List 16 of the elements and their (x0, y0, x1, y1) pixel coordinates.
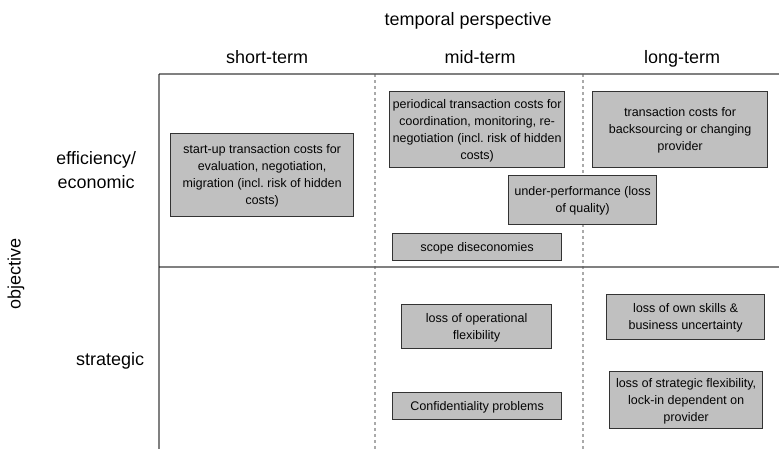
risk-box: start-up transaction costs for evaluation, negotiation, migration (incl. risk of hidden costs) (170, 133, 354, 217)
risk-box: loss of operational flexibility (401, 304, 552, 349)
axis-label: objective (4, 236, 26, 312)
axis-label: efficiency/ economic (55, 147, 137, 194)
risk-box: Confidentiality problems (392, 392, 562, 420)
axis-label: long-term (642, 46, 722, 69)
axis-label: strategic (74, 348, 146, 371)
risk-box: loss of strategic flexibility, lock-in dependent on provider (609, 371, 763, 429)
risk-box: scope diseconomies (392, 233, 562, 261)
axis-label: short-term (224, 46, 309, 69)
axis-label: mid-term (444, 46, 516, 69)
risk-box: under-performance (loss of quality) (508, 175, 657, 225)
risk-box: loss of own skills & business uncertainty (606, 294, 765, 340)
risk-box: transaction costs for backsourcing or changing provider (592, 91, 768, 168)
axis-label: temporal perspective (383, 8, 553, 31)
risk-box: periodical transaction costs for coordination, monitoring, re-negotiation (incl. risk of hidden costs) (389, 91, 565, 168)
